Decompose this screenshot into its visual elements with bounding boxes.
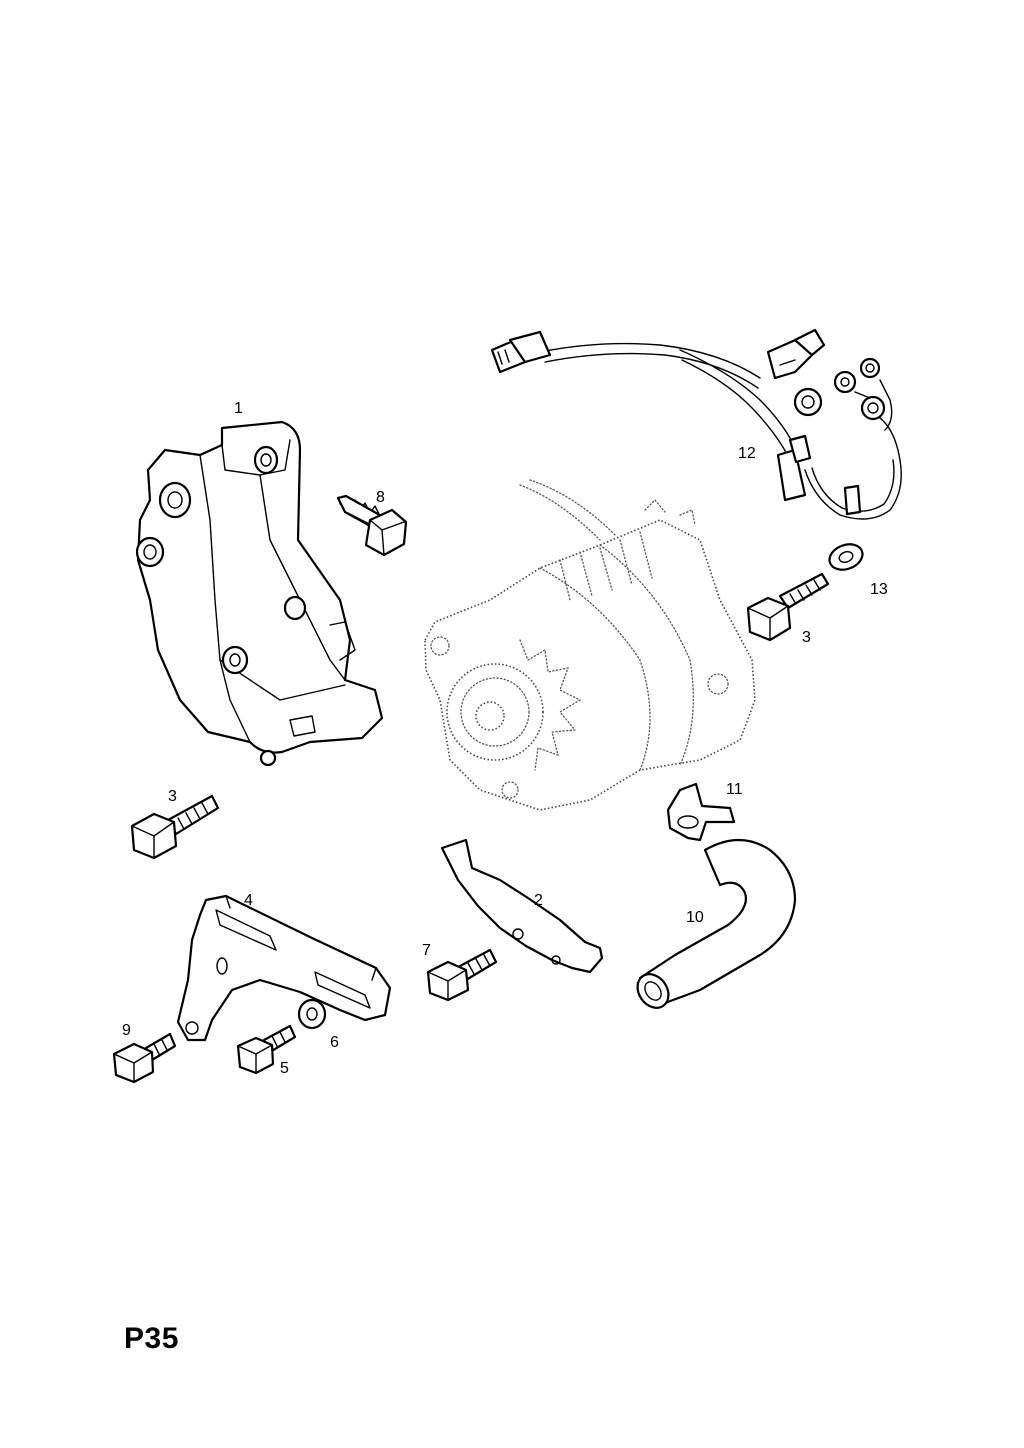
callout-9: 9: [122, 1022, 131, 1039]
brace-plate-icon: [176, 894, 392, 1042]
callout-1: 1: [234, 400, 243, 417]
hex-bolt-icon: [236, 1024, 297, 1075]
hose-icon: [636, 839, 797, 1009]
callout-11: 11: [726, 781, 743, 798]
hex-bolt-icon: [112, 1032, 177, 1084]
hex-bolt-icon: [426, 948, 498, 1002]
hose-clamp-icon: [666, 782, 736, 842]
callout-3b: 3: [802, 629, 811, 646]
callout-12: 12: [738, 445, 756, 462]
callout-13: 13: [870, 581, 888, 598]
page-code: P35: [124, 1322, 179, 1355]
washer-icon: [297, 998, 327, 1030]
callout-3a: 3: [168, 788, 177, 805]
hex-bolt-icon: [336, 494, 408, 557]
hex-bolt-icon: [746, 572, 830, 642]
callout-10: 10: [686, 909, 704, 926]
callout-6: 6: [330, 1034, 339, 1051]
callout-7: 7: [422, 942, 431, 959]
adjusting-strap-icon: [440, 838, 604, 974]
washer-icon: [828, 543, 864, 571]
alternator-icon: [424, 479, 756, 811]
callout-8: 8: [376, 489, 385, 506]
callout-4: 4: [244, 892, 253, 909]
alternator-mounting-bracket-icon: [135, 420, 384, 767]
hex-bolt-icon: [130, 794, 220, 860]
callout-2: 2: [534, 892, 543, 909]
callout-5: 5: [280, 1060, 289, 1077]
wiring-harness-icon: [490, 328, 902, 520]
